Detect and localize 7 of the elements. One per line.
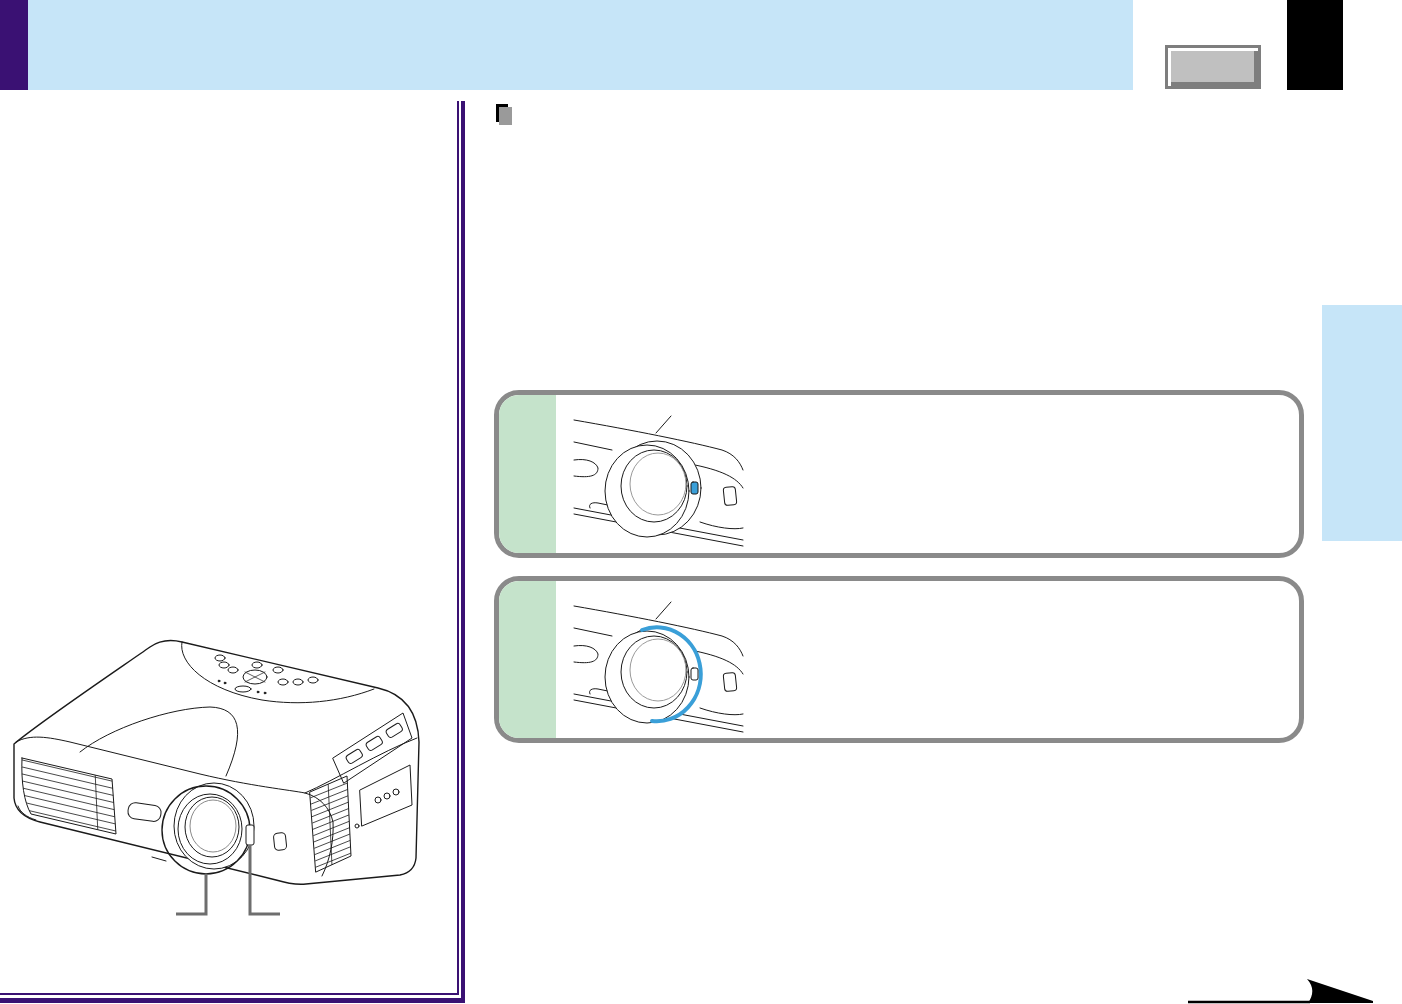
lever	[245, 824, 255, 846]
side-tab	[1322, 305, 1402, 541]
leader-line	[176, 874, 208, 916]
step-panel	[494, 390, 1304, 558]
leader-line	[248, 845, 280, 916]
step-panel	[494, 576, 1304, 743]
lens-ring	[161, 785, 251, 875]
